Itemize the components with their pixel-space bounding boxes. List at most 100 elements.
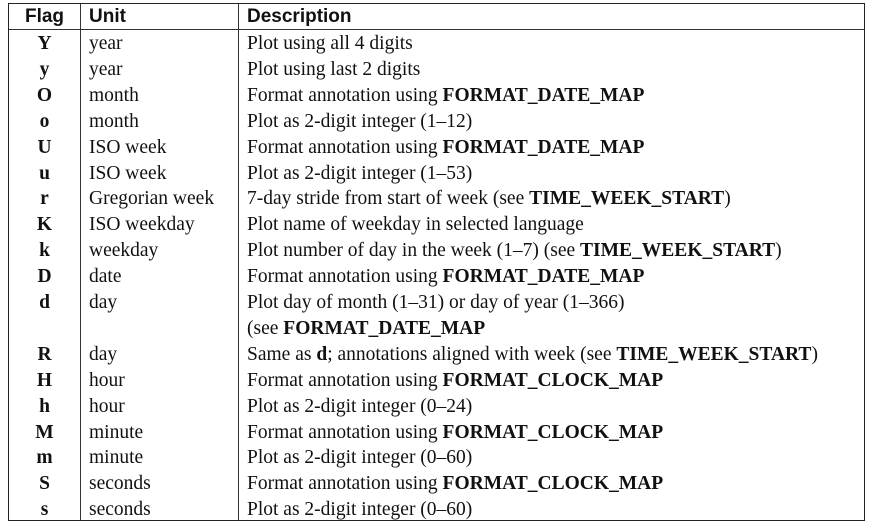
- flag-cell: Y: [37, 33, 52, 54]
- unit-cell: Gregorian week: [89, 188, 215, 210]
- description-cell: Plot as 2-digit integer (1–53): [247, 161, 472, 187]
- description-keyword: d: [316, 343, 328, 365]
- description-keyword: TIME_WEEK_START: [616, 343, 812, 365]
- flag-cell: u: [39, 162, 50, 184]
- flag-cell: y: [39, 58, 50, 80]
- flag-cell: S: [39, 473, 50, 495]
- header-unit: Unit: [89, 6, 126, 27]
- header-description: Description: [247, 6, 352, 27]
- table-row: m minute Plot as 2-digit integer (0–60): [9, 445, 864, 471]
- description-cell: Same as d; annotations aligned with week…: [247, 342, 818, 368]
- flag-cell: k: [39, 240, 50, 262]
- description-text: Same as: [247, 343, 317, 365]
- unit-cell: minute: [89, 447, 144, 469]
- flag-cell: K: [36, 214, 53, 236]
- unit-cell: hour: [89, 395, 125, 417]
- description-keyword: FORMAT_DATE_MAP: [283, 317, 486, 339]
- table-row: h hour Plot as 2-digit integer (0–24): [9, 394, 864, 420]
- description-cell: Format annotation using FORMAT_DATE_MAP: [247, 135, 644, 161]
- flag-cell: H: [36, 369, 53, 391]
- description-keyword: FORMAT_CLOCK_MAP: [442, 421, 664, 443]
- description-text: Plot day of month (1–31) or day of year …: [247, 292, 625, 313]
- description-text: ; annotations aligned with week (see: [327, 343, 617, 365]
- description-cell: Plot name of weekday in selected languag…: [247, 212, 584, 238]
- unit-cell: ISO week: [89, 162, 167, 184]
- description-text: ): [724, 188, 731, 210]
- flag-cell: h: [39, 395, 50, 417]
- unit-cell: minute: [89, 421, 144, 443]
- flag-cell: M: [35, 421, 54, 443]
- description-cell: Plot as 2-digit integer (0–60): [247, 445, 472, 471]
- description-text: ): [811, 343, 818, 365]
- unit-cell: ISO week: [89, 136, 167, 158]
- description-keyword: FORMAT_CLOCK_MAP: [442, 473, 664, 495]
- description-text: ): [775, 240, 782, 262]
- description-text: Format annotation using: [247, 369, 443, 391]
- description-keyword: FORMAT_DATE_MAP: [442, 266, 645, 288]
- description-text: Format annotation using: [247, 421, 443, 443]
- description-keyword: FORMAT_DATE_MAP: [442, 84, 645, 106]
- unit-cell: month: [89, 84, 139, 106]
- flag-cell: R: [37, 343, 52, 365]
- description-text: Plot as 2-digit integer (0–24): [247, 395, 473, 417]
- table-row: y year Plot using last 2 digits: [9, 57, 864, 83]
- description-text: Plot as 2-digit integer (1–53): [247, 162, 473, 184]
- unit-cell: seconds: [89, 499, 151, 521]
- description-text: Plot name of weekday in selected languag…: [247, 214, 584, 236]
- table-row: r Gregorian week 7-day stride from start o…: [9, 186, 864, 212]
- flag-cell: s: [40, 499, 49, 521]
- unit-cell: weekday: [89, 240, 159, 262]
- description-cell: Plot using last 2 digits: [247, 57, 420, 83]
- flag-cell: [9, 316, 80, 342]
- description-cell: (see FORMAT_DATE_MAP: [247, 316, 485, 342]
- description-text: Plot number of day in the week (1–7) (se…: [247, 240, 581, 262]
- unit-cell: seconds: [89, 473, 151, 495]
- description-cell: Format annotation using FORMAT_CLOCK_MAP: [247, 368, 663, 394]
- description-text: Format annotation using: [247, 266, 443, 288]
- description-cell: Plot as 2-digit integer (0–60): [247, 497, 472, 523]
- flag-cell: m: [36, 447, 53, 469]
- unit-cell: day: [89, 343, 118, 365]
- unit-cell: hour: [89, 369, 125, 391]
- description-cell: Plot using all 4 digits: [247, 31, 413, 57]
- description-cell: Format annotation using FORMAT_CLOCK_MAP: [247, 420, 663, 446]
- flag-cell: r: [40, 188, 49, 210]
- description-keyword: TIME_WEEK_START: [529, 188, 725, 210]
- description-cell: Format annotation using FORMAT_DATE_MAP: [247, 264, 644, 290]
- description-keyword: TIME_WEEK_START: [580, 240, 776, 262]
- description-cell: Plot number of day in the week (1–7) (se…: [247, 238, 782, 264]
- description-text: Plot using all 4 digits: [247, 33, 413, 54]
- description-text: Plot as 2-digit integer (0–60): [247, 447, 473, 469]
- table-row: k weekday Plot number of day in the week (…: [9, 238, 864, 264]
- unit-cell: date: [89, 266, 122, 288]
- description-text: 7-day stride from start of week (see: [247, 188, 530, 210]
- table-row: d day Plot day of month (1–31) or day of y…: [9, 290, 864, 316]
- description-text: Plot as 2-digit integer (0–60): [247, 499, 473, 521]
- unit-cell: month: [89, 110, 139, 132]
- description-cell: Format annotation using FORMAT_DATE_MAP: [247, 83, 644, 109]
- description-cell: Plot day of month (1–31) or day of year …: [247, 290, 624, 316]
- flag-cell: d: [39, 292, 50, 313]
- description-cell: 7-day stride from start of week (see TIM…: [247, 186, 731, 212]
- header-rule: [9, 29, 864, 30]
- flag-cell: O: [36, 84, 53, 106]
- unit-cell: year: [89, 58, 123, 80]
- flag-cell: o: [39, 110, 50, 132]
- description-text: Format annotation using: [247, 136, 443, 158]
- column-divider-flag-unit: [80, 4, 81, 520]
- unit-cell: day: [89, 292, 118, 313]
- table-row: s seconds Plot as 2-digit integer (0–60): [9, 497, 864, 523]
- description-text: (see: [247, 317, 284, 339]
- description-cell: Format annotation using FORMAT_CLOCK_MAP: [247, 471, 663, 497]
- flag-cell: D: [37, 266, 52, 288]
